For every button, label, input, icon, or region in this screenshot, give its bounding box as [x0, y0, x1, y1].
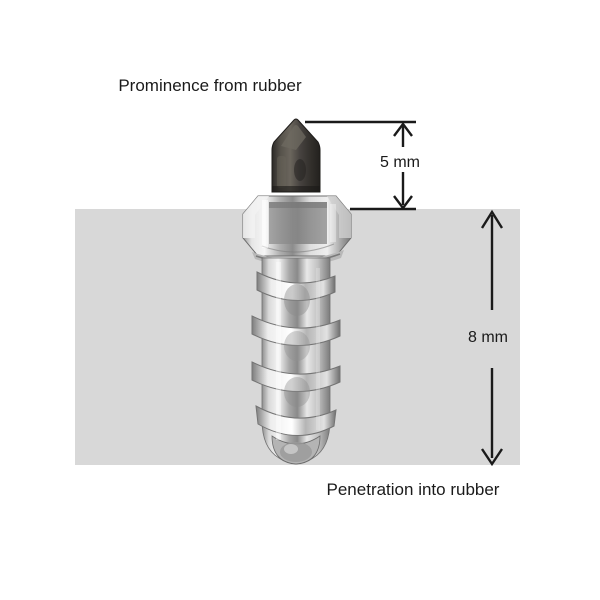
arrowhead-8mm-down [481, 448, 503, 467]
dimension-label-penetration: 8 mm [468, 329, 508, 346]
prominence-caption: Prominence from rubber [118, 76, 302, 95]
arrowhead-8mm-up [480, 209, 504, 229]
penetration-caption: Penetration into rubber [326, 480, 500, 499]
arrowhead-5mm-down [393, 195, 413, 210]
dimension-label-prominence: 5 mm [380, 154, 420, 171]
arrowhead-5mm-up [393, 122, 413, 137]
